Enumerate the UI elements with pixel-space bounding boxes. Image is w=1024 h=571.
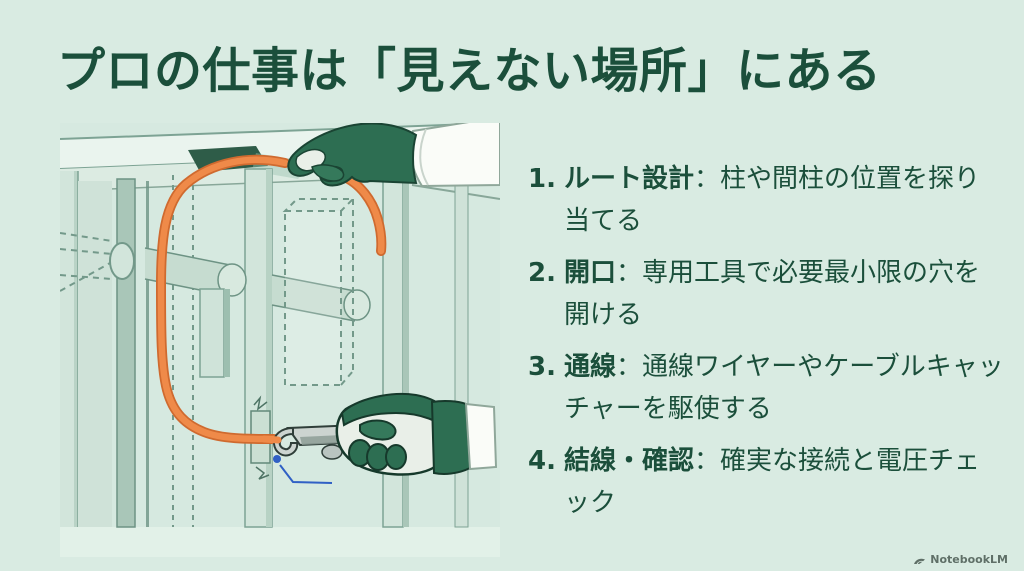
hidden-dowel-dashed — [59, 232, 135, 292]
center-stud-with-opening — [244, 168, 273, 528]
step-separator: ： — [694, 446, 721, 476]
step-separator: ： — [616, 258, 643, 288]
fish-cable — [155, 154, 387, 444]
step-text: 通線：通線ワイヤーやケーブルキャッチャーを駆使する — [564, 346, 1004, 430]
step-number: 2. — [528, 258, 556, 288]
step-term: 通線 — [564, 352, 617, 382]
step-description: 通線ワイヤーやケーブルキャッチャーを駆使する — [564, 352, 1004, 424]
step-item-3: 3. 通線：通線ワイヤーやケーブルキャッチャーを駆使する — [528, 346, 1008, 430]
step-term: 開口 — [564, 258, 617, 288]
step-term: ルート設計 — [564, 164, 695, 194]
drill-point-callout — [273, 455, 333, 484]
step-description: 専用工具で必要最小限の穴を開ける — [564, 258, 981, 330]
wall-framing — [59, 155, 469, 528]
hidden-box-dashed — [282, 198, 356, 386]
step-description: 柱や間柱の位置を探り当てる — [564, 164, 981, 236]
page-title: プロの仕事は「見えない場所」にある — [57, 43, 882, 99]
step-number: 4. — [528, 446, 556, 476]
step-description: 確実な接続と電圧チェック — [564, 446, 981, 518]
step-number: 1. — [528, 164, 556, 194]
wiring-illustration-svg — [59, 115, 501, 557]
step-text: ルート設計：柱や間柱の位置を探り当てる — [564, 158, 1004, 242]
step-text: 開口：専用工具で必要最小限の穴を開ける — [564, 252, 1004, 336]
step-number: 3. — [528, 352, 556, 382]
sleeve — [464, 402, 498, 471]
step-separator: ： — [694, 164, 721, 194]
upper-gloved-hand — [287, 115, 501, 188]
glove-cuff — [430, 399, 472, 475]
step-term: 結線・確認 — [564, 446, 695, 476]
in-wall-wiring-illustration — [59, 115, 501, 557]
step-separator: ： — [616, 352, 643, 382]
hanging-board — [199, 288, 230, 378]
lower-gloved-hand — [335, 392, 498, 476]
steps-list: 1. ルート設計：柱や間柱の位置を探り当てる 2. 開口：専用工具で必要最小限の… — [528, 158, 1008, 534]
step-item-2: 2. 開口：専用工具で必要最小限の穴を開ける — [528, 252, 1008, 336]
notebooklm-logo-icon — [914, 558, 926, 564]
step-item-4: 4. 結線・確認：確実な接続と電圧チェック — [528, 440, 1008, 524]
notebooklm-watermark: NotebookLM — [913, 553, 1008, 566]
step-text: 結線・確認：確実な接続と電圧チェック — [564, 440, 1004, 524]
step-item-1: 1. ルート設計：柱や間柱の位置を探り当てる — [528, 158, 1008, 242]
watermark-label: NotebookLM — [930, 553, 1008, 566]
